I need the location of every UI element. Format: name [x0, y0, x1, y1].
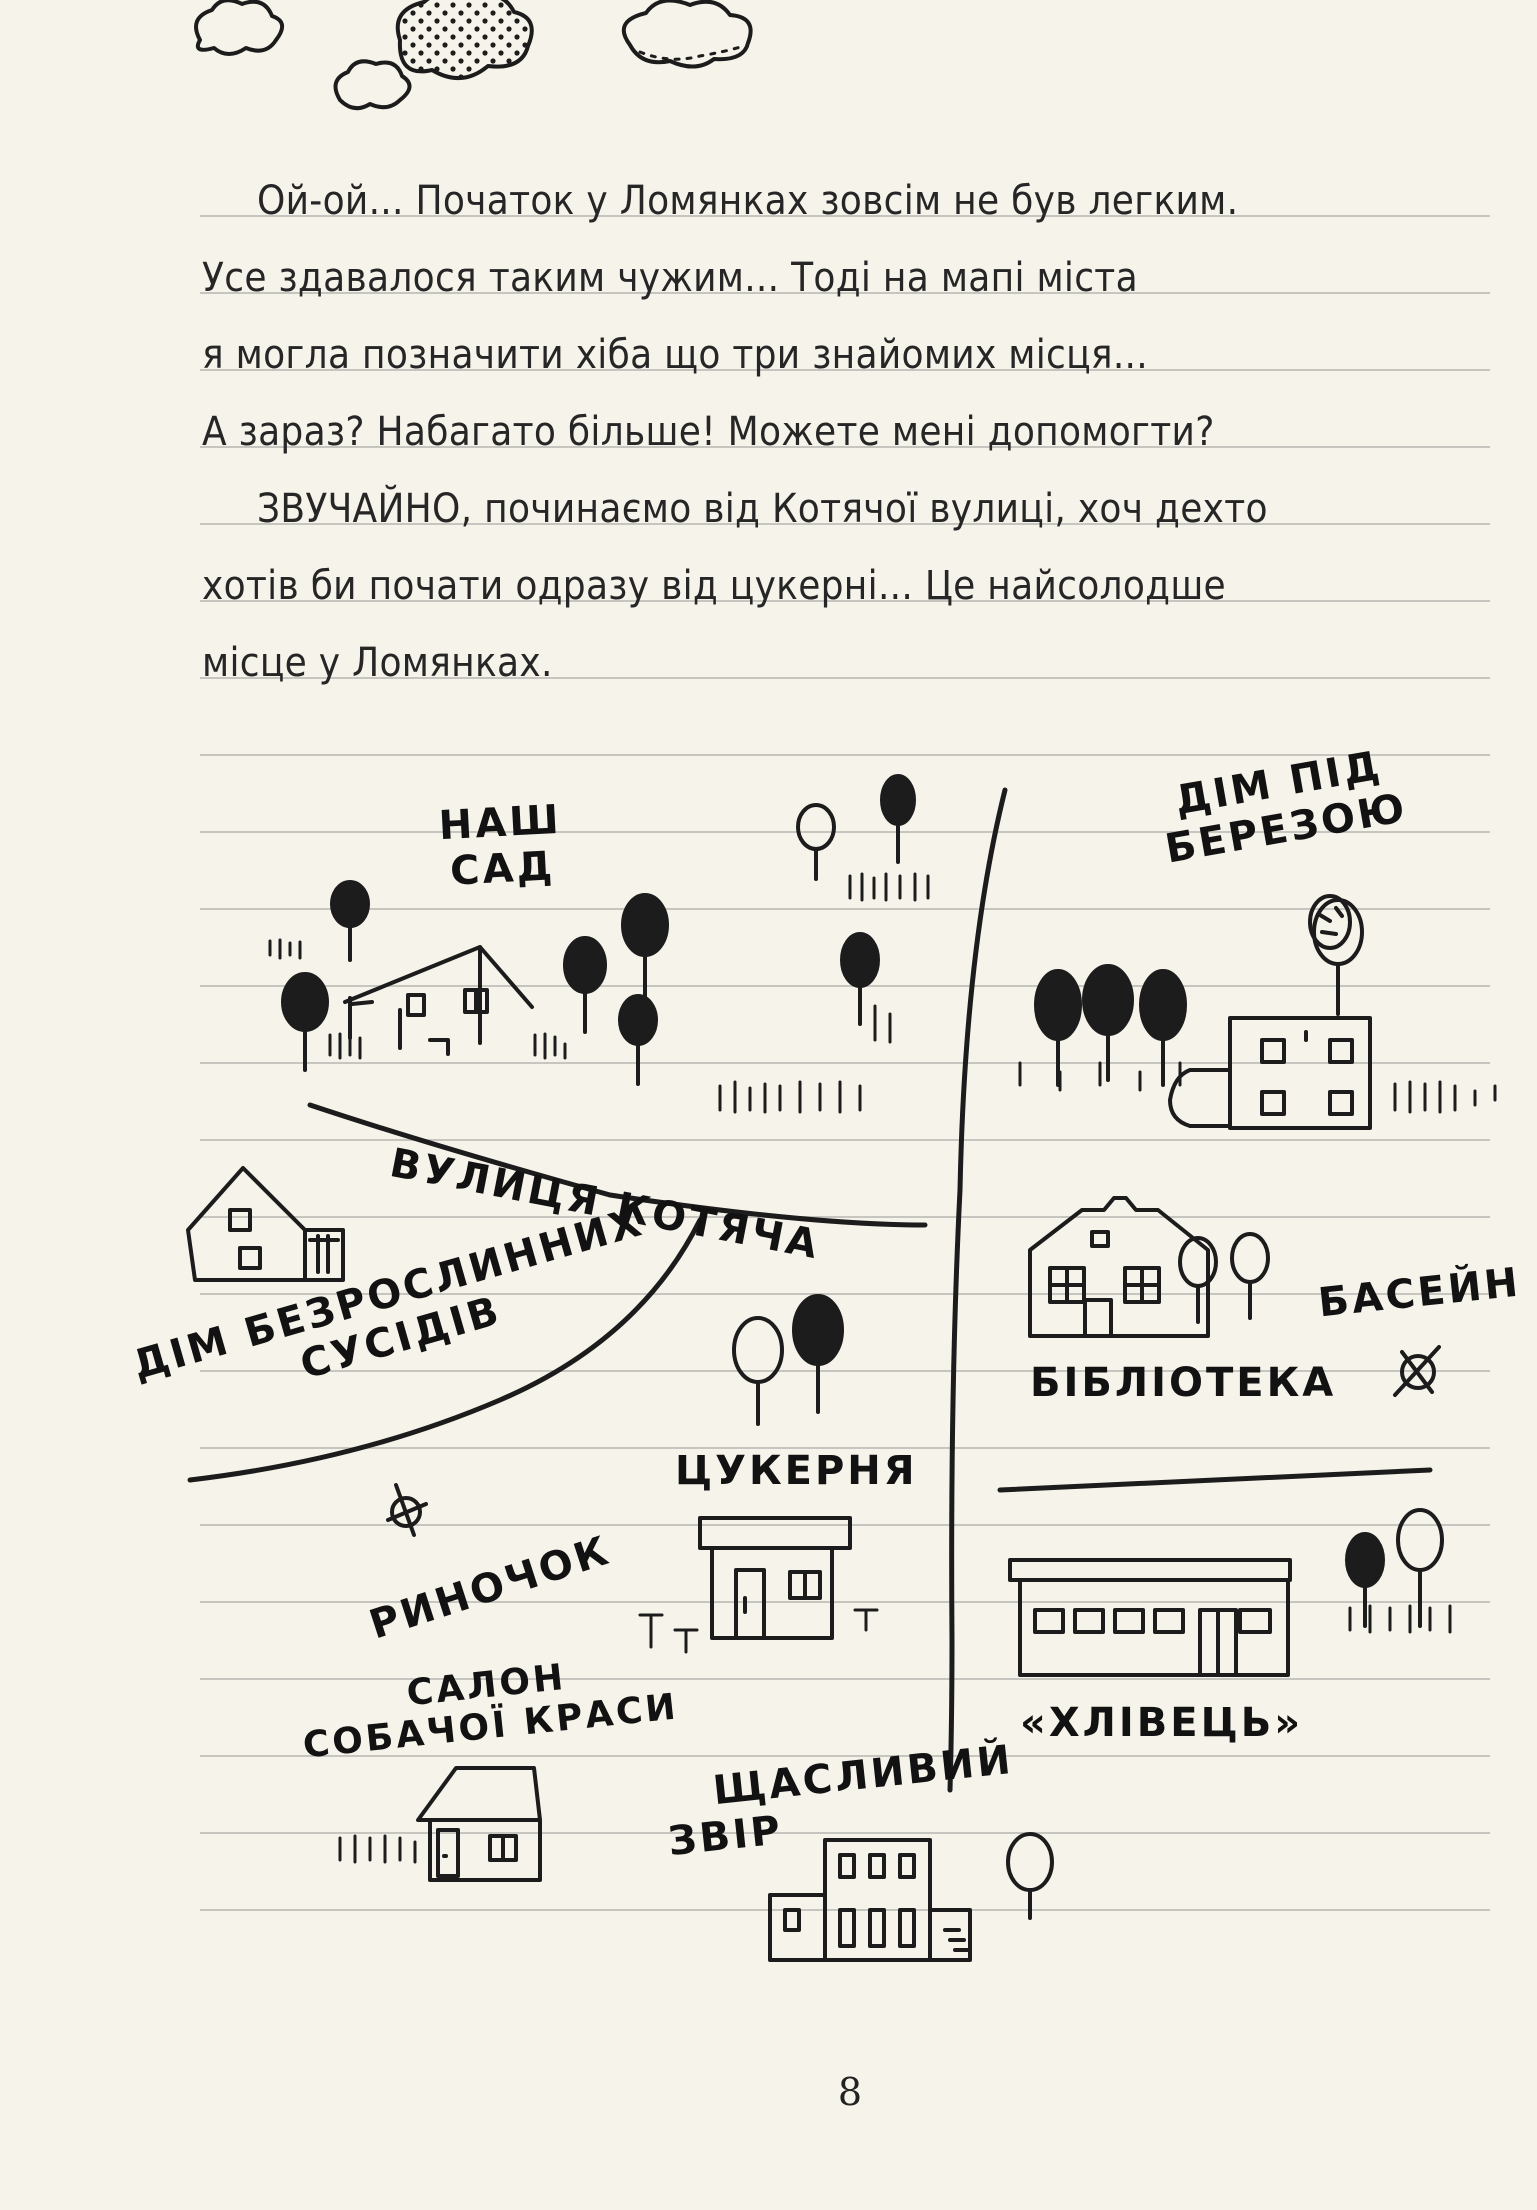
- trees: [281, 774, 1444, 1920]
- tree-icon: [792, 1294, 844, 1414]
- roads: [187, 787, 1433, 1793]
- tree-icon: [880, 774, 916, 864]
- tree-icon: [1034, 969, 1082, 1087]
- pet-shop-drawing: [768, 1838, 972, 1962]
- paragraph-2: ЗВУЧАЙНО, починаємо від Котячої вулиці, …: [202, 471, 1492, 702]
- paragraph-1: Ой-ой... Початок у Ломянках зовсім не бу…: [202, 163, 1492, 471]
- tree-icon: [796, 803, 836, 881]
- tree-icon: [281, 972, 329, 1072]
- pool-marker-icon: [1393, 1345, 1441, 1397]
- label-our-garden: НАШ САД: [437, 796, 563, 895]
- label-candy-shop: ЦУКЕРНЯ: [675, 1448, 918, 1494]
- tree-icon: [1178, 1236, 1218, 1324]
- tree-icon: [618, 994, 658, 1086]
- tree-icon: [1139, 969, 1187, 1087]
- neighbors-house-drawing: [186, 1166, 345, 1282]
- tree-icon: [840, 932, 880, 1026]
- tree-icon: [732, 1316, 784, 1426]
- text-line: я могла позначити хіба що три знайомих м…: [202, 332, 1149, 378]
- text-line: Усе здавалося таким чужим... Тоді на мап…: [202, 255, 1138, 301]
- garden-house-drawing: [343, 945, 534, 1056]
- tree-icon: [1396, 1508, 1444, 1628]
- candy-shop-drawing: [698, 1516, 852, 1640]
- tree-icon: [1082, 964, 1134, 1082]
- grass: [268, 872, 1497, 1864]
- text-line: А зараз? Набагато більше! Можете мені до…: [202, 409, 1215, 455]
- tree-icon: [330, 880, 370, 962]
- text-line: Ой-ой... Початок у Ломянках зовсім не бу…: [257, 178, 1239, 224]
- text-line: місце у Ломянках.: [202, 640, 553, 686]
- dog-salon-drawing: [416, 1766, 542, 1882]
- birch-tree-icon: [1308, 894, 1352, 950]
- page-number: 8: [837, 2070, 863, 2114]
- ruled-lines: [200, 140, 1490, 1950]
- library-drawing: [1028, 1196, 1210, 1338]
- tree-icon: [563, 936, 607, 1034]
- market-marker-icon: [386, 1483, 428, 1537]
- label-shed: «ХЛІВЕЦЬ»: [1020, 1700, 1304, 1746]
- tree-icon: [1006, 1832, 1054, 1920]
- clouds-decoration: [194, 0, 753, 111]
- birch-house-drawing: [1168, 1016, 1372, 1130]
- text-line: хотів би почати одразу від цукерні... Це…: [202, 563, 1227, 609]
- tree-icon: [1230, 1232, 1270, 1320]
- tree-icon: [621, 893, 669, 1002]
- tree-icon: [1345, 1532, 1385, 1628]
- label-library: БІБЛІОТЕКА: [1030, 1360, 1337, 1406]
- text-line: ЗВУЧАЙНО, починаємо від Котячої вулиці, …: [257, 486, 1268, 532]
- shed-drawing: [1008, 1558, 1292, 1677]
